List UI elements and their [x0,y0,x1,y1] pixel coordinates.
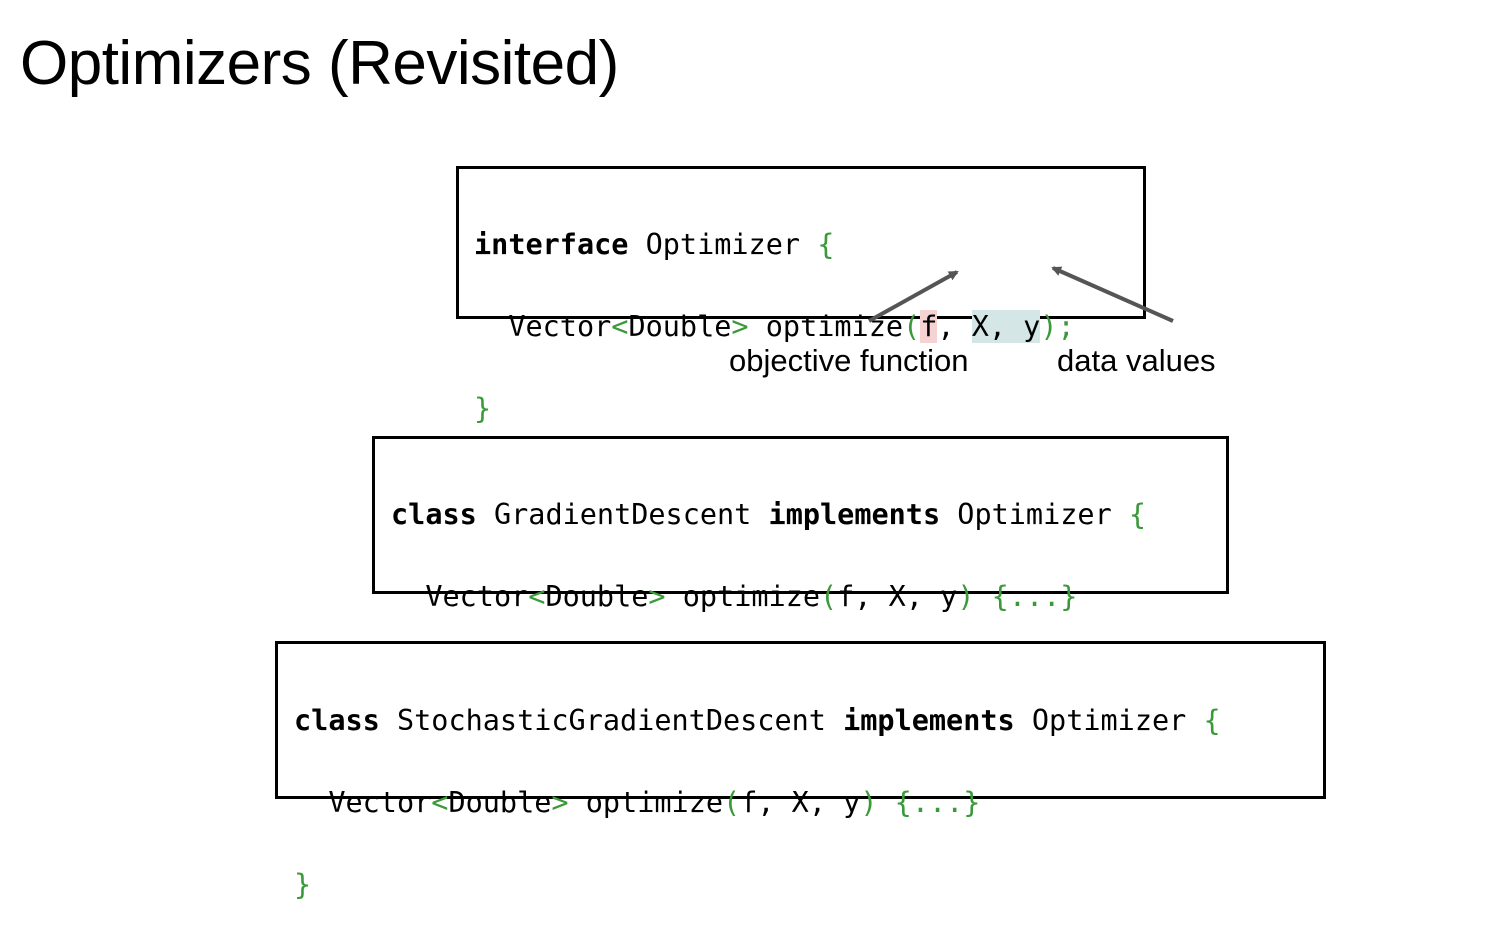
paren-close: ) [1040,310,1058,343]
angle-open: < [528,580,546,613]
indent [294,786,328,819]
params: f, X, y [740,786,861,819]
method-body: {...} [991,580,1078,613]
type-param: Double [545,580,649,613]
sgd-line-1: class StochasticGradientDescent implemen… [294,700,1221,741]
objective-function-label: objective function [729,343,969,378]
close-brace: } [294,868,312,901]
paren-open: ( [723,786,741,819]
params: f, X, y [837,580,958,613]
keyword-class: class [294,704,380,737]
paren-open: ( [820,580,838,613]
keyword-interface: interface [474,228,629,261]
slide-title: Optimizers (Revisited) [20,29,619,98]
interface-code-box [456,166,1146,319]
semicolon: ; [1057,310,1075,343]
return-type: Vector [425,580,529,613]
gd-line-1: class GradientDescent implements Optimiz… [391,494,1146,535]
objective-arrow [868,270,959,323]
open-brace: { [817,228,835,261]
angle-open: < [611,310,629,343]
interface-line-1: interface Optimizer { [474,224,1075,265]
keyword-implements: implements [768,498,941,531]
data-arrow [1051,266,1174,323]
return-type: Vector [508,310,612,343]
open-brace: { [1128,498,1147,531]
param-xy-highlight: X, y [971,310,1041,343]
data-values-label: data values [1057,343,1216,378]
paren-close: ) [957,580,975,613]
interface-name: Optimizer [645,228,801,261]
open-brace: { [1203,704,1221,737]
param-f-highlight: f [920,310,938,343]
class-name: StochasticGradientDescent [396,704,826,737]
keyword-implements: implements [843,704,1015,737]
angle-close: > [648,580,666,613]
annotation-arrows [868,266,1174,323]
paren-close: ) [860,786,878,819]
keyword-class: class [391,498,477,531]
param-separator: , [937,310,972,343]
method-name: optimize [682,580,821,613]
type-param: Double [628,310,732,343]
interface-code: interface Optimizer { Vector<Double> opt… [474,183,1075,470]
class-name: GradientDescent [493,498,752,531]
gradient-descent-code-box [372,436,1229,594]
type-param: Double [448,786,552,819]
method-name: optimize [585,786,724,819]
sgd-line-3: } [294,864,1221,905]
method-body: {...} [894,786,981,819]
interface-line-2: Vector<Double> optimize(f, X, y); [474,306,1075,347]
sgd-code-box [275,641,1326,799]
gradient-descent-code: class GradientDescent implements Optimiz… [391,453,1146,740]
sgd-line-2: Vector<Double> optimize(f, X, y) {...} [294,782,1221,823]
angle-close: > [551,786,569,819]
paren-open: ( [903,310,921,343]
gd-line-2: Vector<Double> optimize(f, X, y) {...} [391,576,1146,617]
interface-ref: Optimizer [957,498,1112,531]
indent [391,580,425,613]
close-brace: } [474,392,492,425]
return-type: Vector [328,786,432,819]
interface-ref: Optimizer [1031,704,1187,737]
sgd-code: class StochasticGradientDescent implemen… [294,659,1221,946]
angle-close: > [731,310,749,343]
interface-line-3: } [474,388,1075,429]
angle-open: < [431,786,449,819]
